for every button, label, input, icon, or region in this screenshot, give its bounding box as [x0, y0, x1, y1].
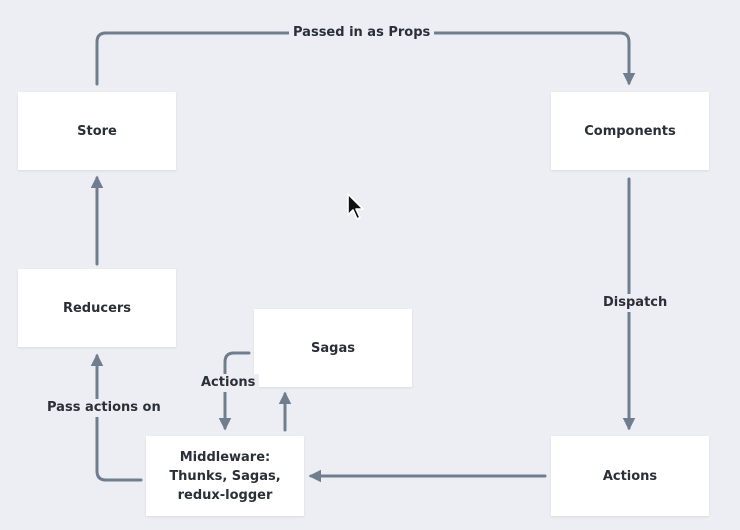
node-actions[interactable]: Actions [551, 436, 709, 516]
node-store-label: Store [77, 123, 117, 139]
node-components[interactable]: Components [551, 92, 709, 170]
edge-sagas-to-middleware [218, 351, 251, 431]
node-middleware-label: Middleware: Thunks, Sagas, redux-logger [169, 449, 281, 503]
mouse-pointer-icon [347, 193, 364, 220]
node-store[interactable]: Store [18, 92, 176, 170]
edge-label-actions: Actions [197, 374, 260, 392]
edge-label-dispatch: Dispatch [599, 294, 672, 312]
node-components-label: Components [584, 123, 676, 139]
node-sagas[interactable]: Sagas [254, 309, 412, 387]
edge-label-passed-in-as-props: Passed in as Props [289, 24, 435, 42]
node-middleware[interactable]: Middleware: Thunks, Sagas, redux-logger [146, 436, 304, 516]
node-sagas-label: Sagas [311, 340, 355, 356]
edge-label-pass-actions-on: Pass actions on [43, 399, 165, 417]
node-actions-label: Actions [602, 468, 658, 484]
node-reducers-label: Reducers [62, 300, 132, 316]
node-reducers[interactable]: Reducers [18, 269, 176, 347]
edge-pass-actions-on [90, 353, 143, 482]
